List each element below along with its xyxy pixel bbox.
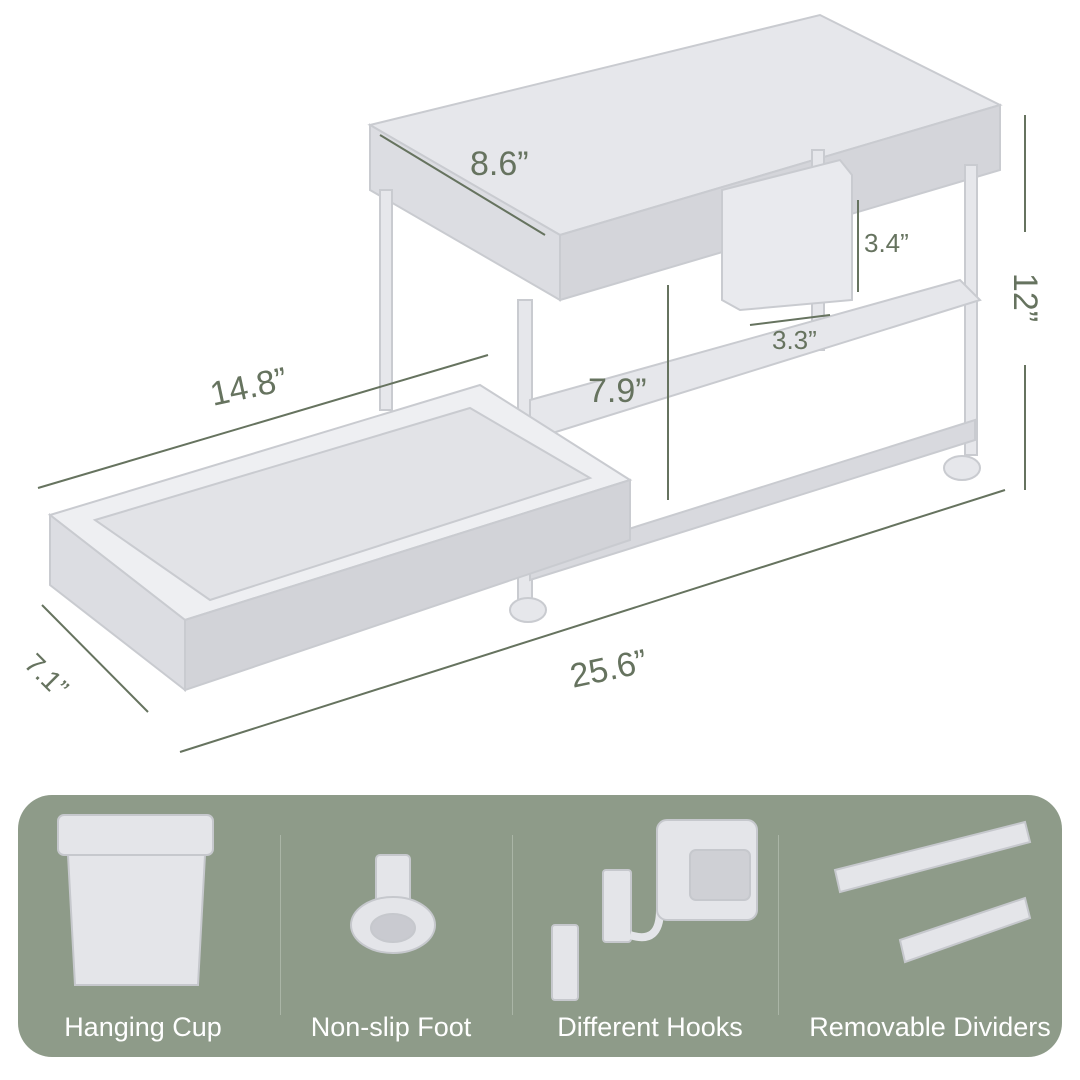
feature-label-removable-dividers: Removable Dividers [809,1012,1051,1042]
dimension-cup-height: 3.4” [864,228,909,258]
feature-label-hanging-cup: Hanging Cup [64,1012,222,1042]
divider [280,835,281,1015]
dimension-clearance: 7.9” [588,372,647,410]
dimension-total-height: 12” [1006,272,1045,323]
feature-label-different-hooks: Different Hooks [557,1012,743,1042]
dimension-cup-width: 3.3” [772,325,817,355]
feature-label-non-slip-foot: Non-slip Foot [310,1012,472,1042]
dimension-compartment-width: 8.6” [470,145,529,183]
organizer-illustration [37,13,1026,753]
divider [778,835,779,1015]
divider [512,835,513,1015]
